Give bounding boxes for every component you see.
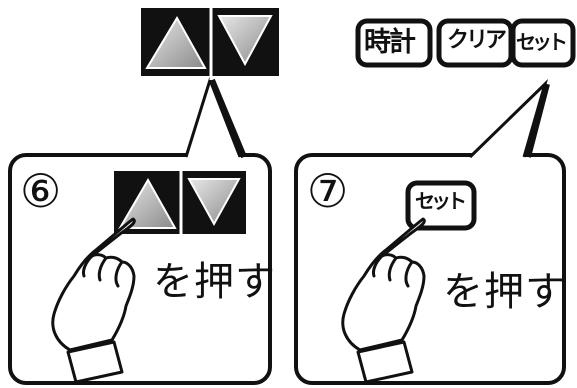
pointing-hand-icon <box>341 217 426 384</box>
step7-instruction: を押す <box>443 269 566 315</box>
up-arrow-icon[interactable] <box>118 177 177 229</box>
set-key[interactable] <box>510 18 576 68</box>
step6-instruction: を押す <box>153 259 276 305</box>
up-arrow-icon[interactable] <box>145 16 207 69</box>
clear-key-label: クリア <box>447 28 507 53</box>
clock-key[interactable] <box>355 18 433 68</box>
step6-callout-pointer <box>184 75 247 159</box>
pointing-hand-icon <box>51 217 136 384</box>
step7-number: ⑦ <box>307 164 349 218</box>
top-arrow-keys[interactable] <box>141 6 279 80</box>
set-key-label: セット <box>516 30 568 54</box>
down-arrow-icon[interactable] <box>187 178 241 227</box>
down-arrow-icon[interactable] <box>217 15 273 67</box>
clock-key-label: 時計 <box>364 27 416 58</box>
step6-arrow-keys[interactable] <box>114 168 246 238</box>
step7-set-button[interactable] <box>405 180 477 231</box>
step7-callout-pointer <box>468 78 550 159</box>
step7-set-button-label: セット <box>415 189 467 213</box>
step6-number: ⑥ <box>20 164 62 218</box>
